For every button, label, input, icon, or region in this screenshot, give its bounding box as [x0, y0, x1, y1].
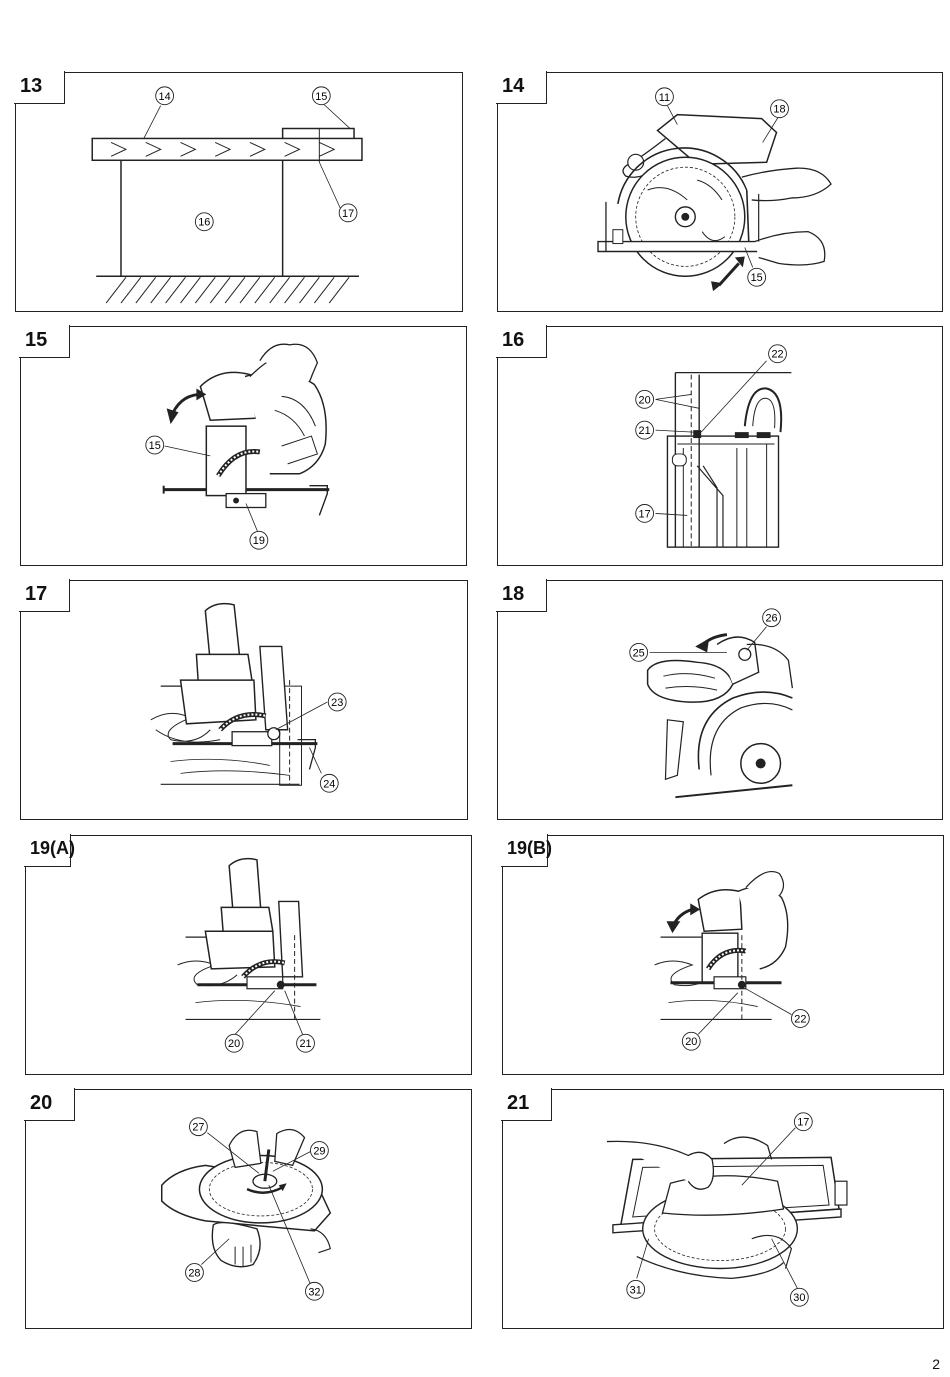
figure-19b-tab: 19(B): [501, 834, 552, 867]
svg-text:17: 17: [797, 1117, 809, 1129]
figure-19b-label: 19(B): [507, 838, 553, 858]
figure-17-label: 17: [25, 583, 48, 605]
svg-text:17: 17: [342, 208, 354, 220]
svg-text:28: 28: [188, 1267, 200, 1279]
figure-15: 15 15 19: [19, 325, 467, 566]
callout-24: 24: [319, 773, 339, 793]
figure-14-label: 14: [502, 75, 525, 97]
callout-29: 29: [310, 1141, 329, 1160]
callout-28: 28: [185, 1263, 204, 1282]
callout-27: 27: [189, 1117, 208, 1137]
callout-20: 20: [224, 1033, 244, 1053]
figure-18-tab: 18: [496, 579, 547, 612]
svg-text:31: 31: [630, 1284, 642, 1296]
figure-20-tab: 20: [24, 1088, 75, 1121]
callout-19: 19: [249, 530, 269, 550]
figure-16-tab: 16: [496, 325, 547, 358]
callout-15: 15: [311, 86, 331, 106]
svg-text:14: 14: [159, 91, 171, 103]
figure-20: 20 27 29 28 32: [24, 1088, 472, 1329]
callout-21: 21: [296, 1033, 315, 1053]
figure-17-illustration: 23 24: [150, 602, 347, 793]
svg-text:29: 29: [313, 1145, 325, 1157]
figure-15-label: 15: [25, 329, 48, 351]
figure-21: 21 17 31 30: [501, 1088, 944, 1329]
svg-text:23: 23: [331, 697, 343, 709]
figure-14: 14 11 18 15: [496, 71, 943, 312]
svg-text:17: 17: [639, 508, 651, 520]
figure-19a-illustration: 20 21: [177, 857, 321, 1053]
svg-text:19: 19: [253, 535, 265, 547]
figure-13-label: 13: [20, 75, 43, 97]
callout-25: 25: [629, 643, 649, 662]
figure-14-illustration: 11 18 15: [597, 87, 832, 292]
figure-16-illustration: 22 20 21 17: [635, 344, 792, 548]
figure-20-label: 20: [30, 1092, 53, 1114]
callout-23: 23: [327, 692, 347, 712]
figure-16: 16 22 20 21 17: [496, 325, 943, 566]
figure-17: 17 23 24: [19, 579, 468, 820]
figure-14-tab: 14: [496, 71, 547, 104]
svg-text:22: 22: [794, 1013, 806, 1025]
callout-30: 30: [789, 1287, 809, 1307]
svg-text:20: 20: [639, 394, 651, 406]
callout-20: 20: [681, 1031, 701, 1051]
svg-text:20: 20: [228, 1038, 240, 1050]
figure-13: 13 14 15 16 17: [14, 71, 463, 312]
figure-19a-tab: 19(A): [24, 834, 75, 867]
page-number: 2: [932, 1356, 940, 1372]
svg-text:30: 30: [793, 1292, 805, 1304]
callout-18: 18: [770, 99, 789, 119]
svg-text:32: 32: [308, 1286, 320, 1298]
figure-16-label: 16: [502, 329, 525, 351]
svg-text:25: 25: [633, 647, 645, 659]
svg-text:27: 27: [192, 1122, 204, 1134]
figure-18-label: 18: [502, 583, 525, 605]
figure-18: 18 26 25: [496, 579, 943, 820]
figure-13-illustration: 14 15 16 17: [91, 86, 363, 304]
svg-text:24: 24: [323, 778, 335, 790]
figure-19a-label: 19(A): [30, 838, 76, 858]
svg-text:21: 21: [299, 1038, 311, 1050]
figure-21-tab: 21: [501, 1088, 552, 1121]
svg-text:18: 18: [773, 104, 785, 116]
figure-18-illustration: 26 25: [629, 608, 794, 799]
svg-text:15: 15: [751, 272, 763, 284]
callout-22: 22: [768, 344, 787, 364]
callout-22: 22: [790, 1009, 810, 1028]
svg-text:15: 15: [149, 440, 161, 452]
callout-16: 16: [194, 212, 214, 232]
svg-text:15: 15: [315, 91, 327, 103]
svg-text:26: 26: [766, 613, 778, 625]
figure-21-illustration: 17 31 30: [606, 1112, 848, 1307]
figure-15-illustration: 15 19: [145, 343, 330, 550]
svg-text:16: 16: [198, 217, 210, 229]
callout-20: 20: [635, 390, 655, 409]
callout-32: 32: [305, 1281, 324, 1301]
svg-text:22: 22: [771, 349, 783, 361]
svg-text:21: 21: [639, 425, 651, 437]
callout-11: 11: [655, 87, 674, 107]
svg-text:20: 20: [685, 1036, 697, 1048]
figure-20-illustration: 27 29 28 32: [160, 1117, 332, 1301]
figure-17-tab: 17: [19, 579, 70, 612]
callout-17: 17: [635, 504, 655, 523]
callout-26: 26: [762, 608, 781, 628]
callout-31: 31: [626, 1279, 646, 1299]
callout-14: 14: [155, 86, 174, 106]
callout-15: 15: [747, 267, 767, 287]
figure-15-tab: 15: [19, 325, 70, 358]
figure-13-tab: 13: [14, 71, 65, 104]
callout-17: 17: [793, 1112, 813, 1132]
callout-15: 15: [145, 435, 165, 455]
figure-21-label: 21: [507, 1092, 530, 1114]
callout-17: 17: [338, 203, 358, 223]
figure-19a: 19(A) 20 21: [24, 834, 472, 1075]
callout-21: 21: [635, 420, 655, 440]
figure-19b: 19(B) 22 20: [501, 834, 944, 1075]
svg-text:11: 11: [659, 92, 670, 104]
figure-19b-illustration: 22 20: [654, 870, 810, 1051]
